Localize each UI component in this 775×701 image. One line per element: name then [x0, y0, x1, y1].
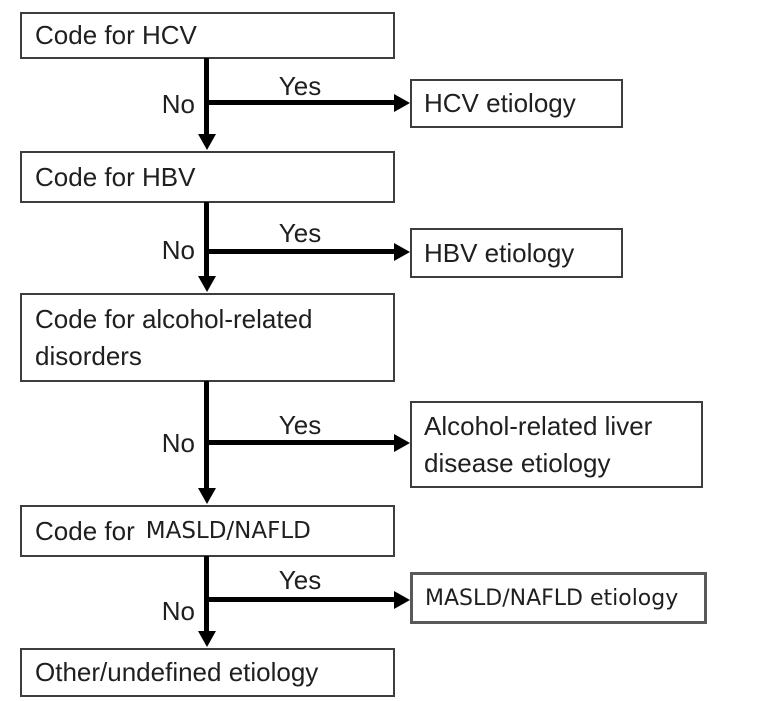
result-box-alcohol-etiology: Alcohol-related liver disease etiology: [410, 401, 703, 488]
connector-down-3: [204, 381, 209, 488]
arrowhead-right-3-icon: [394, 434, 410, 452]
arrowhead-down-2-icon: [198, 276, 216, 292]
final-box-other-etiology-label: Other/undefined etiology: [35, 657, 319, 687]
decision-box-alcohol-label: Code for alcohol-related disorders: [35, 303, 313, 371]
result-box-hbv-etiology-label: HBV etiology: [424, 237, 575, 268]
connector-down-1: [204, 58, 209, 134]
decision-box-alcohol: Code for alcohol-related disorders: [20, 293, 395, 382]
arrowhead-down-4-icon: [198, 631, 216, 647]
connector-yes-4: [207, 597, 395, 602]
result-box-masld-etiology-label: MASLD/NAFLD etiology: [425, 585, 679, 611]
yes-label-4: Yes: [278, 565, 322, 595]
final-box-other-etiology: Other/undefined etiology: [20, 648, 395, 697]
no-label-2: No: [161, 235, 195, 265]
result-box-hcv-etiology-label: HCV etiology: [424, 88, 576, 118]
result-box-alcohol-etiology-label: Alcohol-related liver disease etiology: [424, 410, 653, 478]
arrowhead-down-1-icon: [198, 134, 216, 150]
result-box-hcv-etiology: HCV etiology: [410, 79, 623, 128]
decision-box-hcv: Code for HCV: [20, 12, 395, 59]
yes-label-1: Yes: [278, 71, 322, 101]
yes-label-3: Yes: [278, 410, 322, 440]
decision-box-masld: Code for MASLD/NAFLD: [20, 505, 395, 557]
decision-box-hbv: Code for HBV: [20, 151, 395, 203]
decision-box-masld-prefix: Code for: [35, 515, 135, 546]
decision-box-masld-term: MASLD/NAFLD: [145, 517, 311, 544]
arrowhead-right-2-icon: [394, 243, 410, 261]
connector-yes-2: [207, 249, 395, 254]
no-label-4: No: [161, 596, 195, 626]
connector-down-4: [204, 556, 209, 631]
result-box-hbv-etiology: HBV etiology: [410, 228, 623, 278]
no-label-1: No: [161, 89, 195, 119]
arrowhead-down-3-icon: [198, 488, 216, 504]
connector-yes-3: [207, 440, 395, 445]
result-box-masld-etiology: MASLD/NAFLD etiology: [410, 572, 707, 624]
decision-box-hbv-label: Code for HBV: [35, 161, 196, 192]
decision-box-hcv-label: Code for HCV: [35, 20, 197, 50]
yes-label-2: Yes: [278, 218, 322, 248]
arrowhead-right-1-icon: [394, 94, 410, 112]
connector-yes-1: [207, 100, 395, 105]
arrowhead-right-4-icon: [394, 591, 410, 609]
connector-down-2: [204, 202, 209, 276]
no-label-3: No: [161, 428, 195, 458]
